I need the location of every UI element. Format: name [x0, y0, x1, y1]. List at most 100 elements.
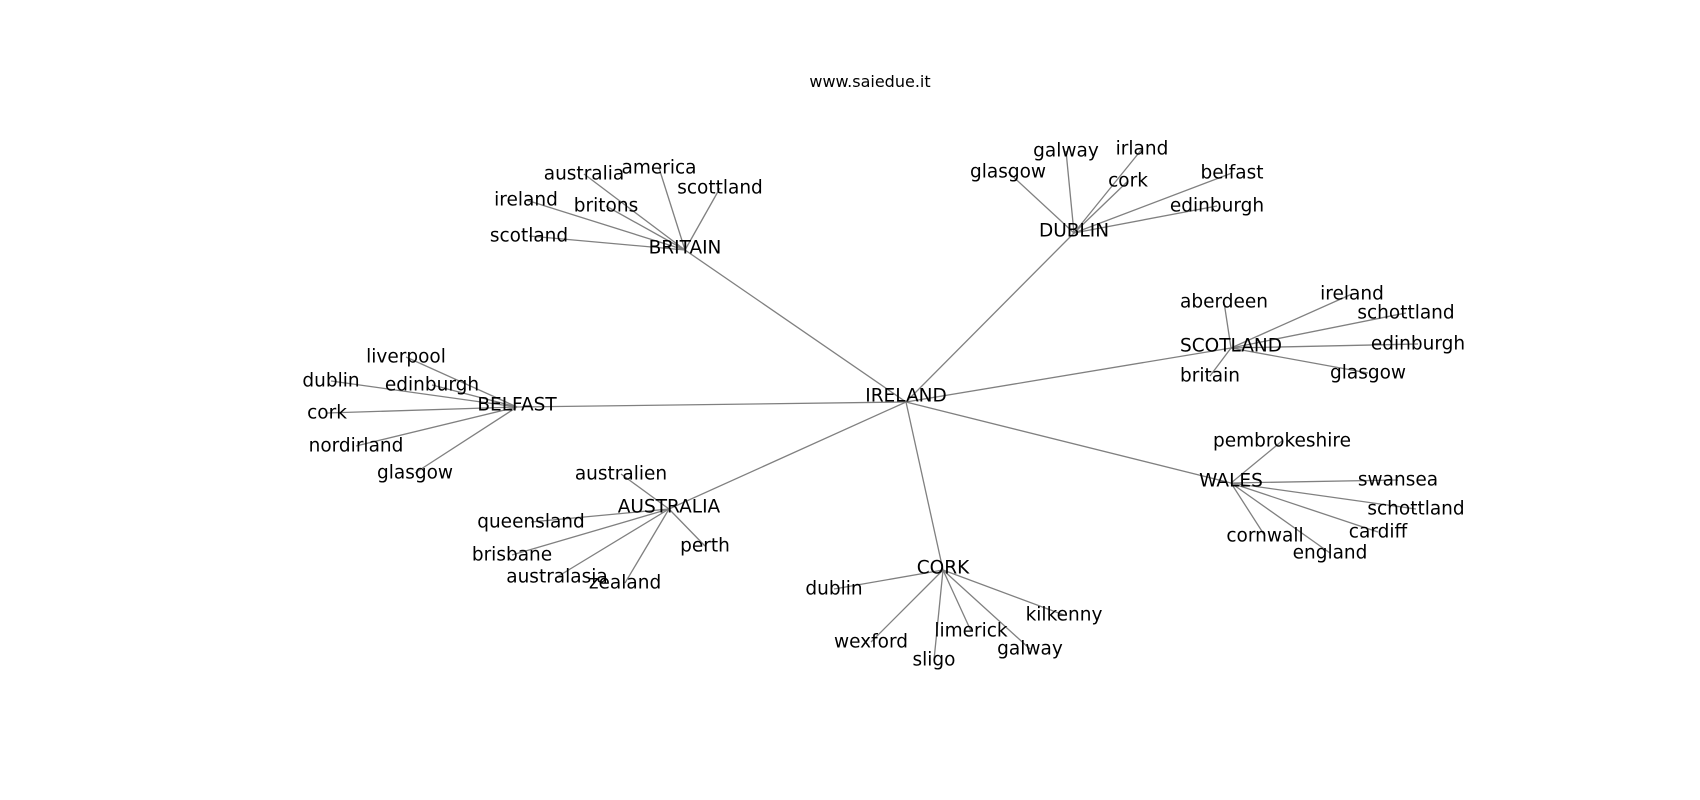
node-leaf-belfast-cork: cork [307, 403, 347, 424]
node-leaf-wales-cornwall: cornwall [1226, 526, 1303, 547]
edge-root-wales [905, 401, 1232, 484]
node-leaf-britain-scotland: scotland [490, 226, 568, 247]
node-leaf-britain-scottland: scottland [677, 178, 763, 199]
node-hub-australia: AUSTRALIA [618, 497, 721, 518]
site-url-title: www.saiedue.it [809, 72, 930, 91]
node-leaf-britain-australia: australia [544, 164, 625, 185]
edge-root-dublin [905, 232, 1075, 403]
edge-dublin-galway [1065, 150, 1075, 234]
edge-wales-england [1230, 482, 1331, 554]
node-leaf-cork-limerick: limerick [934, 621, 1008, 642]
node-leaf-britain-america: america [622, 158, 697, 179]
node-hub-dublin: DUBLIN [1039, 221, 1109, 242]
edge-australia-queensland [530, 508, 670, 523]
node-leaf-cork-galway: galway [997, 639, 1063, 660]
edge-scotland-ireland [1230, 293, 1353, 349]
graph-edges [326, 148, 1419, 661]
node-leaf-dublin-glasgow: glasgow [970, 162, 1046, 183]
node-leaf-scotland-edinburgh: edinburgh [1371, 334, 1465, 355]
edge-britain-scottland [684, 187, 721, 251]
node-leaf-belfast-edinburgh: edinburgh [385, 375, 479, 396]
node-leaf-wales-england: england [1293, 543, 1368, 564]
edge-wales-cornwall [1230, 482, 1266, 537]
node-hub-britain: BRITAIN [649, 238, 722, 259]
node-leaf-wales-cardiff: cardiff [1349, 522, 1409, 543]
node-hub-cork: CORK [917, 558, 970, 579]
node-leaf-dublin-edinburgh: edinburgh [1170, 196, 1264, 217]
node-leaf-belfast-glasgow: glasgow [377, 463, 453, 484]
edge-cork-kilkenny [942, 569, 1065, 616]
edge-belfast-cork [326, 406, 518, 414]
edge-cork-limerick [942, 569, 972, 632]
edge-cork-dublin [833, 569, 944, 590]
node-leaf-scotland-schottland: schottland [1357, 303, 1454, 324]
edge-britain-australia [583, 173, 686, 251]
edge-dublin-belfast [1073, 172, 1233, 234]
node-leaf-britain-ireland: ireland [494, 190, 558, 211]
edge-root-scotland [905, 347, 1232, 403]
edge-cork-wexford [870, 569, 944, 643]
node-leaf-australia-queensland: queensland [477, 512, 585, 533]
node-leaf-dublin-cork: cork [1108, 171, 1148, 192]
node-leaf-cork-wexford: wexford [834, 632, 908, 653]
edge-australia-perth [668, 508, 706, 547]
edge-britain-ireland [525, 199, 686, 251]
node-leaf-dublin-galway: galway [1033, 141, 1099, 162]
edge-belfast-dublin [330, 380, 518, 408]
node-leaf-dublin-belfast: belfast [1200, 163, 1263, 184]
edge-scotland-schottland [1230, 312, 1407, 349]
edge-dublin-cork [1073, 180, 1129, 234]
edge-belfast-nordirland [355, 406, 518, 447]
edge-britain-scotland [528, 235, 686, 251]
node-root: IRELAND [865, 386, 946, 407]
edge-britain-britons [605, 205, 686, 251]
edge-scotland-glasgow [1230, 347, 1369, 374]
node-leaf-australia-perth: perth [680, 536, 730, 557]
edge-dublin-edinburgh [1073, 205, 1218, 234]
edge-wales-swansea [1230, 479, 1399, 484]
edge-scotland-edinburgh [1230, 343, 1419, 349]
edge-belfast-liverpool [405, 356, 518, 408]
edge-wales-pembrokeshire [1230, 440, 1283, 484]
node-leaf-belfast-liverpool: liverpool [366, 347, 446, 368]
edge-root-britain [684, 249, 907, 403]
node-leaf-australia-zealand: zealand [589, 573, 661, 594]
node-leaf-britain-britons: britons [574, 196, 638, 217]
edge-root-australia [668, 401, 907, 510]
edge-dublin-glasgow [1007, 171, 1075, 234]
node-leaf-scotland-ireland: ireland [1320, 284, 1384, 305]
node-leaf-belfast-dublin: dublin [302, 371, 359, 392]
node-leaf-dublin-irland: irland [1116, 139, 1169, 160]
edge-belfast-edinburgh [431, 384, 518, 408]
node-leaf-australia-australien: australien [575, 464, 667, 485]
node-leaf-wales-schottland: schottland [1367, 499, 1464, 520]
node-leaf-cork-dublin: dublin [805, 579, 862, 600]
edge-wales-cardiff [1230, 482, 1379, 533]
node-leaf-scotland-aberdeen: aberdeen [1180, 292, 1268, 313]
node-leaf-scotland-britain: britain [1180, 366, 1240, 387]
edge-belfast-glasgow [414, 406, 518, 474]
node-leaf-scotland-glasgow: glasgow [1330, 363, 1406, 384]
edge-australia-brisbane [511, 508, 670, 556]
edge-root-cork [905, 401, 944, 571]
edge-dublin-irland [1073, 148, 1143, 234]
edge-cork-galway [942, 569, 1031, 650]
node-hub-wales: WALES [1199, 471, 1263, 492]
edge-australia-australasia [556, 508, 670, 578]
node-leaf-wales-pembrokeshire: pembrokeshire [1213, 431, 1351, 452]
node-leaf-wales-swansea: swansea [1358, 470, 1438, 491]
node-leaf-belfast-nordirland: nordirland [309, 436, 404, 457]
node-leaf-australia-brisbane: brisbane [472, 545, 552, 566]
node-hub-belfast: BELFAST [477, 395, 557, 416]
node-leaf-cork-sligo: sligo [913, 650, 956, 671]
edge-britain-america [658, 167, 686, 251]
edge-scotland-aberdeen [1223, 301, 1232, 349]
node-hub-scotland: SCOTLAND [1180, 336, 1282, 357]
node-leaf-australia-australasia: australasia [506, 567, 608, 588]
edge-root-belfast [516, 401, 907, 408]
edge-scotland-britain [1209, 347, 1232, 377]
edge-australia-australien [620, 473, 670, 510]
edge-australia-zealand [624, 508, 670, 584]
